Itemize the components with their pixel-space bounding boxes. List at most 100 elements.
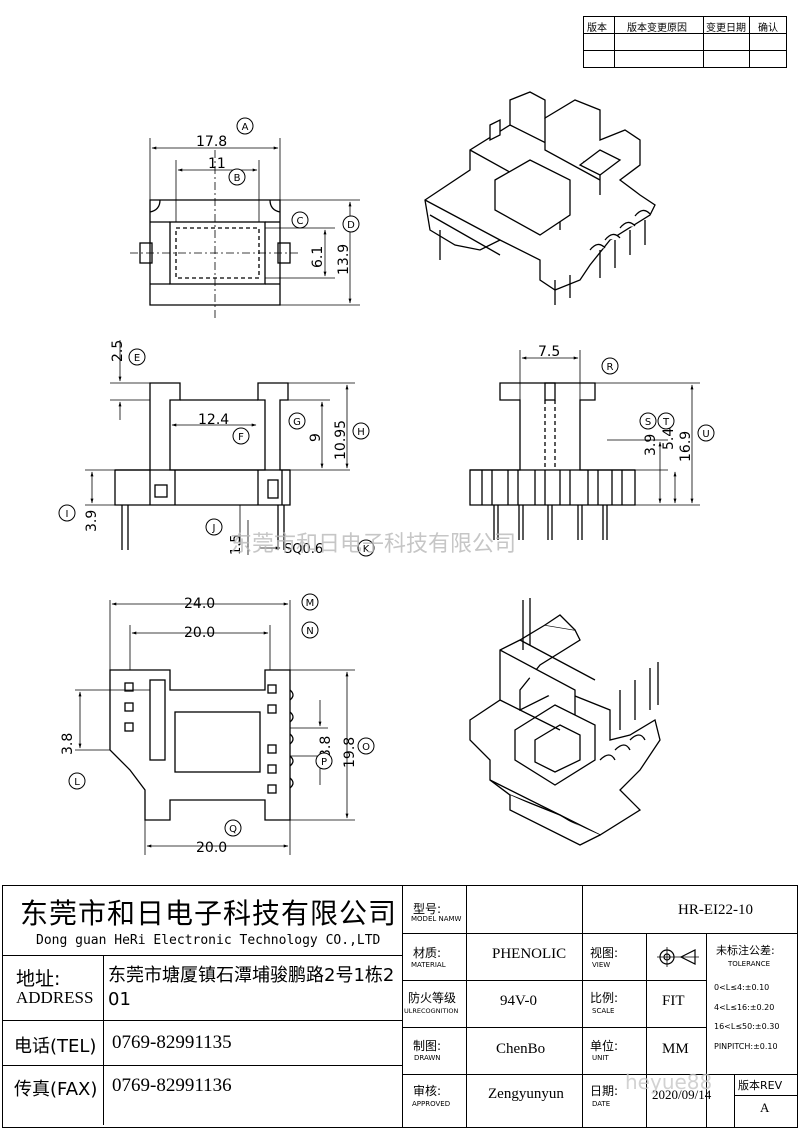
address-label-cn: 地址: — [16, 968, 61, 990]
projection-symbol-icon — [657, 947, 699, 967]
fire-label-en: ULRECOGNITION — [404, 1007, 459, 1015]
date-value: 2020/09/14 — [652, 1087, 712, 1102]
fax-value: 0769-82991136 — [112, 1075, 232, 1096]
watermark-site: heyue88 — [625, 1070, 713, 1094]
dim-k: SQ0.6 — [284, 542, 323, 557]
divider — [2, 1065, 402, 1066]
svg-text:F: F — [238, 432, 244, 443]
model-value: HR-EI22-10 — [678, 902, 753, 918]
divider — [103, 955, 104, 1125]
callouts — [58, 117, 715, 837]
svg-text:E: E — [134, 353, 140, 364]
svg-text:L: L — [74, 777, 80, 788]
drawn-label-en: DRAWN — [414, 1054, 441, 1062]
divider — [706, 933, 707, 1128]
divider — [402, 933, 798, 934]
title-frame — [2, 885, 798, 1128]
dim-e: 2.5 — [110, 340, 126, 362]
bottom-view-dims — [75, 600, 355, 855]
tolerance-line-1: 0<L≤4:±0.10 — [714, 983, 770, 992]
svg-text:S: S — [645, 417, 651, 428]
approved-label-en: APPROVED — [412, 1100, 451, 1108]
isometric-top — [424, 91, 656, 305]
bottom-view — [109, 669, 294, 821]
scale-label-en: SCALE — [592, 1007, 615, 1015]
tolerance-label-cn: 未标注公差: — [716, 944, 775, 957]
scale-label-cn: 比例: — [590, 991, 619, 1005]
svg-text:C: C — [297, 216, 304, 227]
svg-text:Q: Q — [229, 824, 237, 835]
divider — [2, 1020, 402, 1021]
watermark: 东莞市和日电子科技有限公司 — [230, 532, 516, 557]
dim-a: 17.8 — [196, 134, 227, 150]
dim-d: 13.9 — [336, 244, 352, 275]
tolerance-line-3: 16<L≤50:±0.30 — [714, 1022, 780, 1031]
dim-i: 3.9 — [84, 510, 100, 532]
company-name-en: Dong guan HeRi Electronic Technology CO.… — [36, 933, 381, 948]
svg-text:J: J — [212, 523, 216, 534]
rev-value: A — [760, 1100, 770, 1115]
tolerance-label-en: TOLERANCE — [728, 960, 771, 968]
tolerance-line-2: 4<L≤16:±0.20 — [714, 1003, 775, 1012]
svg-text:D: D — [347, 220, 355, 231]
tel-value: 0769-82991135 — [112, 1032, 232, 1053]
top-view — [130, 150, 300, 320]
unit-label-cn: 单位: — [590, 1039, 619, 1053]
tolerance-line-4: PINPITCH:±0.10 — [714, 1042, 778, 1051]
dim-c-d-inner: 6.1 — [310, 246, 326, 268]
dim-l: 3.8 — [60, 733, 76, 755]
model-label-cn: 型号: — [413, 902, 442, 916]
dim-o: 19.8 — [342, 737, 358, 768]
dim-h: 10.95 — [333, 420, 349, 460]
material-value: PHENOLIC — [492, 946, 567, 962]
drawn-value: ChenBo — [496, 1041, 546, 1057]
isometric-bottom — [469, 598, 661, 846]
drawn-label-cn: 制图: — [413, 1039, 442, 1053]
divider — [2, 955, 402, 956]
material-label-cn: 材质: — [413, 946, 442, 960]
dim-g: 9 — [308, 433, 324, 442]
tel-label: 电话(TEL) — [14, 1036, 97, 1057]
svg-text:R: R — [607, 362, 614, 373]
svg-text:H: H — [357, 427, 365, 438]
svg-text:O: O — [362, 742, 370, 753]
address-label-en: ADDRESS — [16, 988, 94, 1007]
divider — [466, 885, 467, 1128]
dim-q: 20.0 — [196, 840, 227, 856]
view-label-cn: 视图: — [590, 946, 619, 960]
divider — [402, 980, 706, 981]
material-label-en: MATERIAL — [411, 961, 446, 969]
svg-text:U: U — [702, 429, 709, 440]
model-label-en: MODEL NAMW — [411, 915, 462, 923]
svg-text:M: M — [306, 598, 315, 609]
date-label-en: DATE — [592, 1100, 611, 1108]
divider — [734, 1095, 798, 1096]
svg-text:K: K — [363, 544, 370, 555]
svg-text:B: B — [234, 173, 241, 184]
divider — [646, 933, 647, 1128]
approved-value: Zengyunyun — [488, 1086, 564, 1102]
divider — [402, 1074, 798, 1075]
dim-p: 3.8 — [318, 736, 334, 758]
fire-label-cn: 防火等级 — [408, 991, 457, 1005]
dim-r: 7.5 — [538, 344, 560, 360]
dim-b: 11 — [208, 156, 226, 172]
rev-cell — [749, 50, 787, 68]
svg-text:P: P — [321, 757, 327, 768]
svg-text:T: T — [662, 417, 670, 428]
date-label-cn: 日期: — [590, 1084, 619, 1098]
fire-value: 94V-0 — [500, 993, 537, 1009]
unit-label-en: UNIT — [592, 1054, 609, 1062]
svg-text:I: I — [66, 509, 69, 520]
dim-t: 5.4 — [661, 428, 677, 450]
front-view — [114, 382, 291, 550]
rev-label: 版本REV — [738, 1079, 783, 1092]
view-label-en: VIEW — [592, 961, 611, 969]
unit-value: MM — [662, 1041, 689, 1057]
dim-m: 24.0 — [184, 596, 215, 612]
side-view-dims — [519, 350, 700, 506]
svg-text:A: A — [242, 122, 249, 133]
approved-label-cn: 审核: — [413, 1084, 442, 1098]
fax-label: 传真(FAX) — [14, 1079, 98, 1100]
